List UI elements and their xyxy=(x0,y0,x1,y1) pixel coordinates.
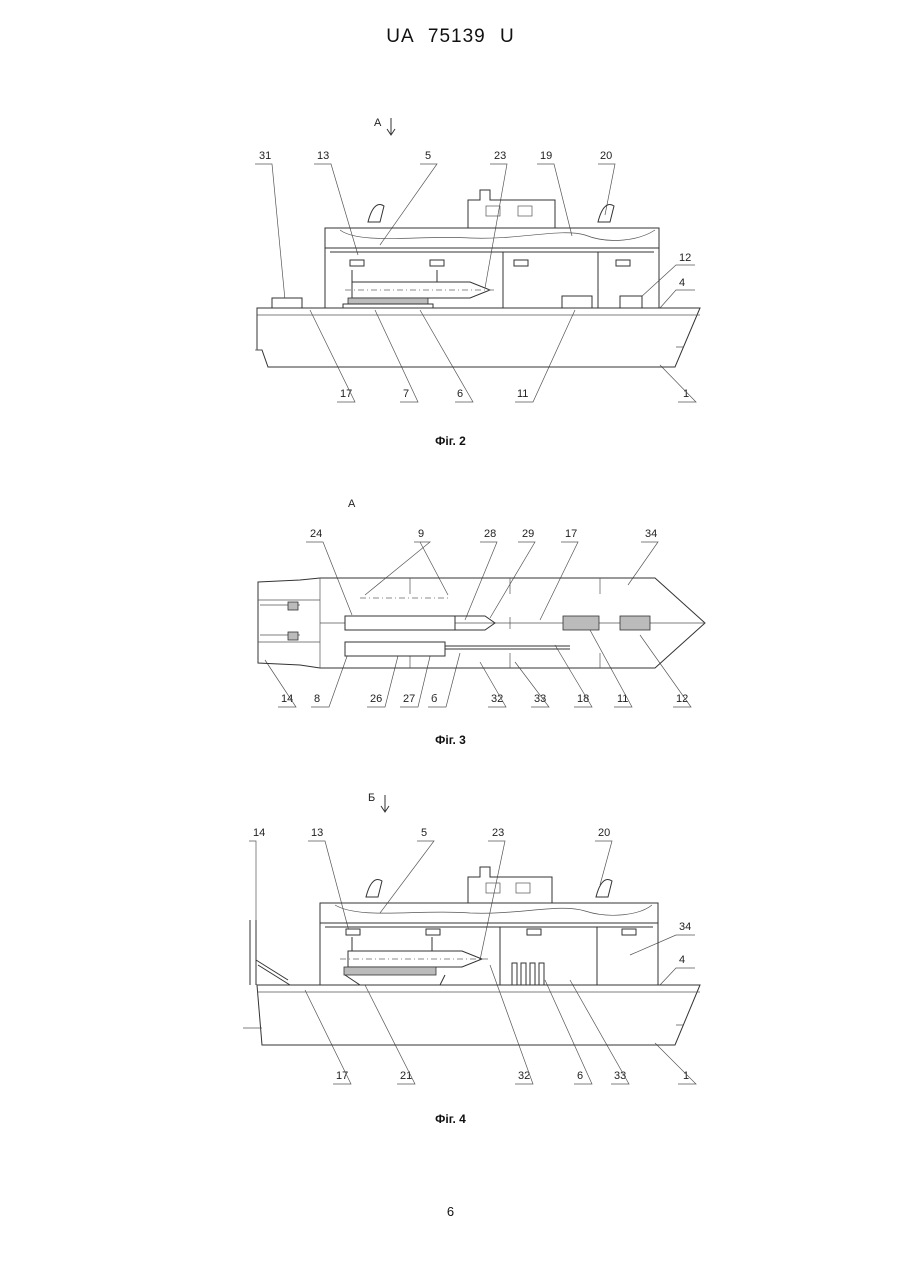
radar-dome xyxy=(368,205,384,222)
label-5: 5 xyxy=(425,150,431,162)
label-8: 8 xyxy=(314,693,320,705)
launcher-tube-upper xyxy=(345,616,455,630)
view-marker: A xyxy=(374,117,382,129)
label-28: 28 xyxy=(484,528,496,540)
figure-2-drawing: A 31 13 5 23 19 20 12 4 17 7 6 11 1 xyxy=(0,110,901,420)
label-26: 26 xyxy=(370,693,382,705)
label-23: 23 xyxy=(492,827,504,839)
view-marker: Б xyxy=(368,792,375,804)
label-17: 17 xyxy=(565,528,577,540)
label-6: 6 xyxy=(457,388,463,400)
label-23: 23 xyxy=(494,150,506,162)
label-14: 14 xyxy=(253,827,265,839)
label-9: 9 xyxy=(418,528,424,540)
label-4: 4 xyxy=(679,277,685,289)
page-number: 6 xyxy=(0,1204,901,1219)
document-id: UA 75139 U xyxy=(0,26,901,48)
view-arrow-icon xyxy=(381,795,389,812)
label-b: б xyxy=(431,693,437,705)
label-31: 31 xyxy=(259,150,271,162)
unit-11 xyxy=(563,616,599,630)
label-29: 29 xyxy=(522,528,534,540)
hull xyxy=(257,985,700,1045)
label-20: 20 xyxy=(598,827,610,839)
label-7: 7 xyxy=(403,388,409,400)
label-34: 34 xyxy=(645,528,657,540)
label-11: 11 xyxy=(617,693,628,705)
label-11: 11 xyxy=(517,388,528,400)
label-17: 17 xyxy=(336,1070,348,1082)
label-13: 13 xyxy=(317,150,329,162)
label-27: 27 xyxy=(403,693,415,705)
launcher-tube-lower xyxy=(345,642,445,656)
figure-4-drawing: Б 14 13 5 23 20 34 4 17 21 32 6 33 1 xyxy=(0,785,901,1095)
label-17: 17 xyxy=(340,388,352,400)
crane-14 xyxy=(250,920,290,985)
unit-12 xyxy=(620,616,650,630)
figure-4-caption: Фіг. 4 xyxy=(0,1112,901,1126)
label-12: 12 xyxy=(679,252,691,264)
label-19: 19 xyxy=(540,150,552,162)
label-13: 13 xyxy=(311,827,323,839)
label-14: 14 xyxy=(281,693,293,705)
figure-2-caption: Фіг. 2 xyxy=(0,434,901,448)
figure-3-drawing: A 24 9 28 29 17 34 14 8 26 27 б 32 33 18… xyxy=(0,490,901,720)
label-6: 6 xyxy=(577,1070,583,1082)
label-24: 24 xyxy=(310,528,322,540)
label-4: 4 xyxy=(679,954,685,966)
label-5: 5 xyxy=(421,827,427,839)
launcher-31 xyxy=(272,298,302,308)
view-arrow-icon xyxy=(387,118,395,135)
label-34: 34 xyxy=(679,921,691,933)
view-marker: A xyxy=(348,498,356,510)
figure-3-caption: Фіг. 3 xyxy=(0,733,901,747)
label-20: 20 xyxy=(600,150,612,162)
label-21: 21 xyxy=(400,1070,412,1082)
